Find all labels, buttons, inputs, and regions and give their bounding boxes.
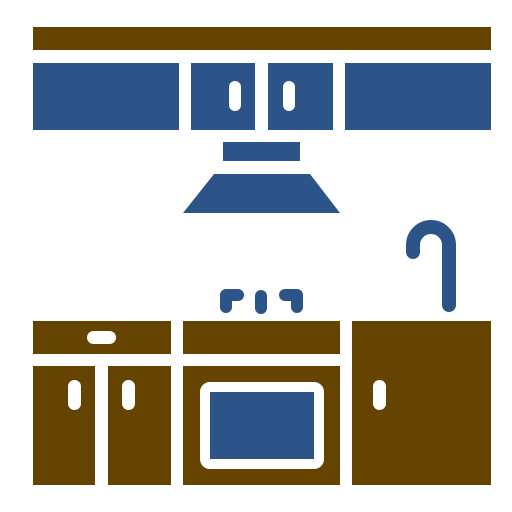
lower-cabinet-left	[33, 321, 171, 485]
upper-cabinet-handle-left	[229, 81, 241, 111]
door-handle-right	[122, 380, 135, 410]
stove-burners	[220, 289, 303, 314]
upper-cabinet-right	[345, 63, 491, 130]
upper-cabinets	[33, 27, 491, 130]
door-handle-left	[68, 380, 81, 410]
oven-window	[200, 382, 324, 469]
burner-knob-right	[279, 289, 303, 313]
cabinet-door-right	[108, 366, 171, 485]
cabinet-top-trim	[33, 27, 491, 50]
oven-unit	[183, 321, 340, 485]
sink-cabinet	[352, 321, 491, 485]
upper-cabinet-left	[33, 63, 179, 130]
range-hood-canopy	[183, 174, 340, 213]
range-hood	[183, 142, 340, 213]
sink-cabinet-handle	[373, 380, 386, 410]
sink-cabinet-body	[352, 321, 491, 485]
upper-cabinet-center-right	[268, 63, 333, 130]
burner-knob-left	[220, 289, 244, 313]
sink-faucet	[406, 220, 456, 312]
cabinet-door-left	[33, 366, 95, 485]
upper-cabinet-handle-right	[283, 81, 295, 111]
cooktop-panel	[183, 321, 340, 354]
drawer-handle	[87, 331, 116, 344]
upper-cabinet-center-left	[191, 63, 255, 130]
range-hood-chimney	[223, 142, 300, 161]
